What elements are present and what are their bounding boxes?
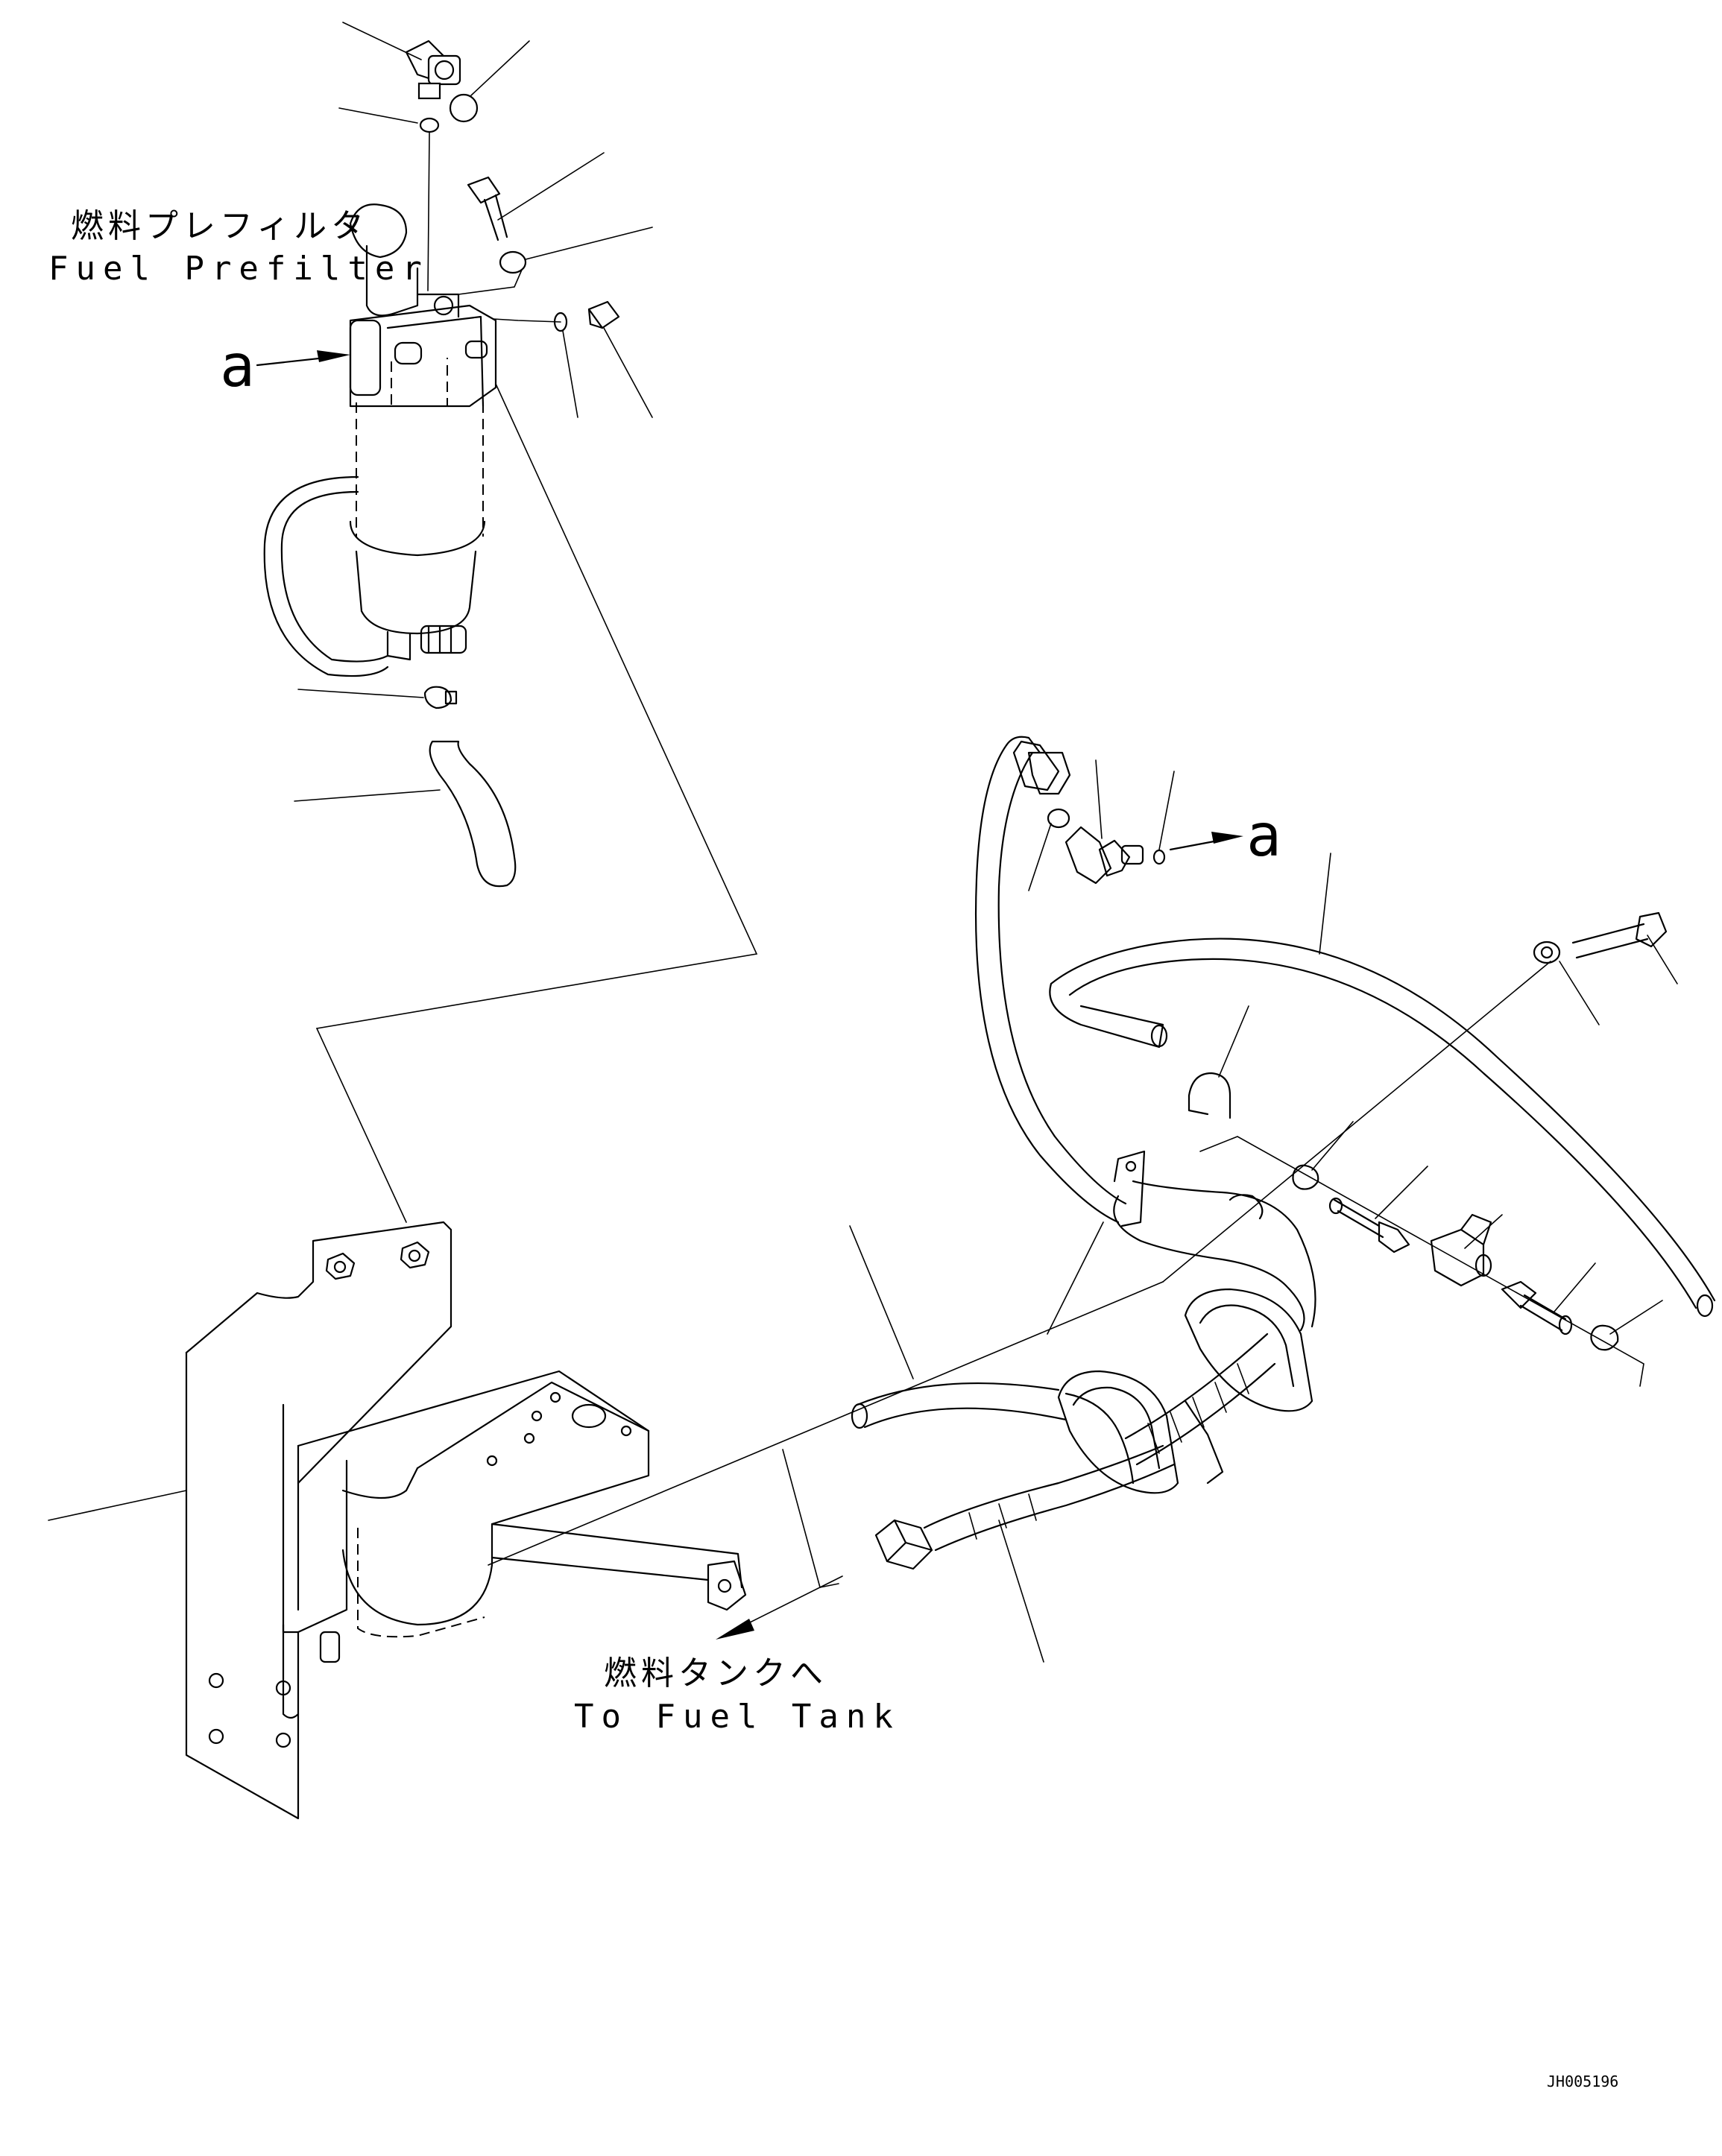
clamp-b (1590, 1324, 1619, 1351)
label-view-a-right: a (1246, 803, 1281, 870)
view-arrow-a-left (256, 350, 350, 367)
grommet-plate-2 (1057, 1370, 1179, 1494)
hose-clip (1113, 1150, 1146, 1227)
leader-bracket (48, 1490, 187, 1521)
o-ring-small (419, 117, 440, 133)
label-tank-en: To Fuel Tank (574, 1698, 901, 1736)
clamp-a (1292, 1164, 1319, 1190)
label-prefilter-en: Fuel Prefilter (48, 250, 429, 288)
clamp-small (423, 686, 458, 709)
o-ring-right (1047, 808, 1070, 829)
mounting-bracket (185, 1221, 747, 1820)
label-prefilter-jp: 燃料プレフィルタ (71, 207, 368, 245)
tank-hose-with-fitting (874, 1400, 1224, 1570)
plug-1 (587, 300, 620, 329)
washer-1 (499, 250, 527, 274)
reference-line-1 (488, 1281, 1164, 1566)
elbow-fitting-top (405, 39, 461, 100)
fuel-prefilter (263, 39, 620, 888)
drawing-id: JH005196 (1547, 2073, 1618, 2090)
hose-end-fitting (1012, 740, 1071, 795)
reference-line-2 (1162, 961, 1551, 1283)
valve (1430, 1213, 1492, 1287)
bolt-1 (467, 176, 508, 241)
short-hose (429, 740, 517, 888)
feed-hose-upper (974, 736, 1127, 1224)
small-parts-tray (1199, 1136, 1644, 1387)
o-ring-right-small (1152, 849, 1166, 865)
leader-lines-top (294, 22, 653, 802)
bent-hose (1113, 1180, 1316, 1332)
return-hose (1049, 938, 1716, 1318)
tank-hose-lower (851, 1382, 1135, 1485)
hose-clamp-bracket (1188, 1072, 1231, 1119)
grommet-plate-1 (1184, 1288, 1313, 1412)
wrapped-hose (1124, 1333, 1276, 1466)
drain-hose (263, 475, 389, 677)
filter-head (349, 293, 497, 408)
washer-right (1533, 941, 1561, 964)
leader-filter-to-bracket (315, 383, 758, 1223)
hose-nut-fitting (874, 1519, 933, 1570)
label-view-a-left: a (220, 333, 255, 400)
bolt-right (1571, 911, 1668, 959)
connector-a (1328, 1197, 1410, 1254)
leader-lines-right (849, 759, 1678, 1663)
o-ring-large (449, 93, 479, 123)
priming-pump (349, 203, 419, 317)
filter-bowl (349, 358, 486, 661)
connector-b (1501, 1280, 1573, 1335)
label-tank-jp: 燃料タンクへ (604, 1654, 827, 1692)
nuts (325, 1241, 430, 1280)
elbow-fitting-right (1065, 826, 1144, 885)
to-fuel-tank-arrow (716, 1449, 843, 1640)
view-arrow-a-right (1169, 832, 1243, 851)
